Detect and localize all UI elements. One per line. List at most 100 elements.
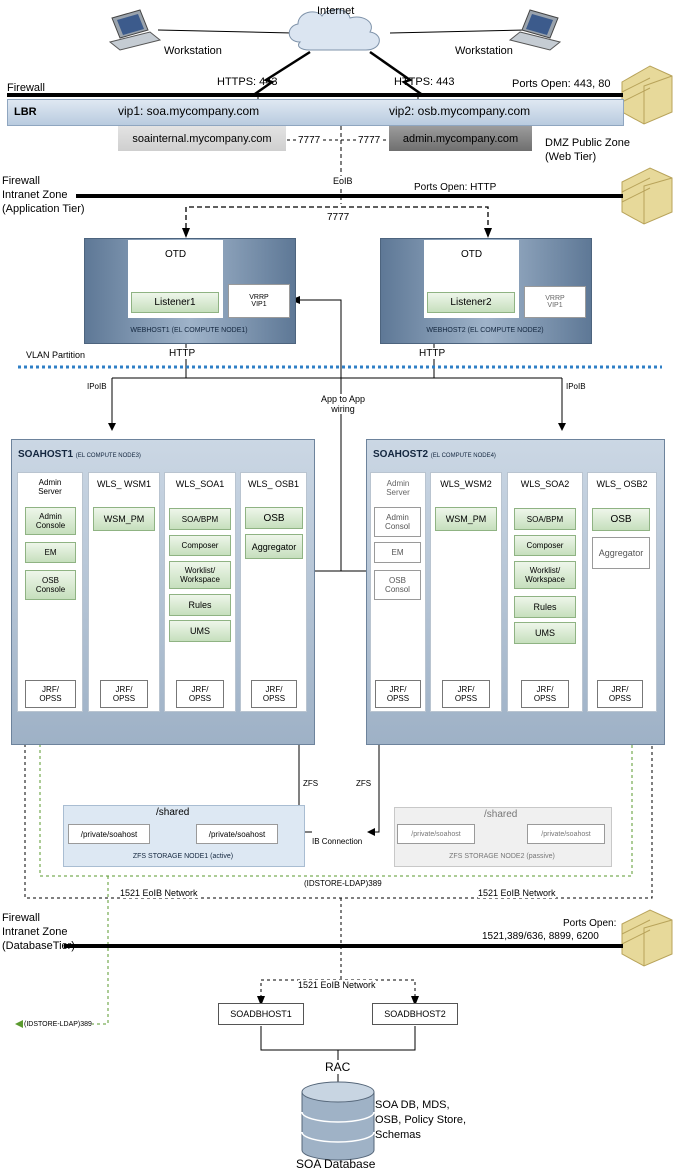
firewall-top-ports: Ports Open: 443, 80 xyxy=(512,78,611,90)
webhost1-vrrp-line2: VIP1 xyxy=(251,301,267,308)
soahost1-wsm-pm: WSM_PM xyxy=(93,507,155,531)
soahost2-soa-jrf: JRF/ OPSS xyxy=(521,680,569,708)
soahost1-admin-title: Admin Server xyxy=(17,478,83,496)
jrf-line1: JRF/ xyxy=(457,685,475,694)
soahost1-wsm-title: WLS_ WSM1 xyxy=(96,479,151,489)
webhost2-vrrp-line2: VIP1 xyxy=(547,302,563,309)
vlan-label: VLAN Partition xyxy=(26,350,86,360)
eoib-net-left: 1521 EoIB Network xyxy=(120,888,198,898)
soahost2-ums: UMS xyxy=(514,622,576,644)
soahost2-aggregator: Aggregator xyxy=(592,537,650,569)
storage2-private1: /private/soahost xyxy=(397,824,475,844)
app-wiring-line1: App to App xyxy=(320,394,366,404)
webhost2-http: HTTP xyxy=(419,348,446,359)
zfs-right-label: ZFS xyxy=(356,779,372,788)
soahost2-composer: Composer xyxy=(514,535,576,556)
workstation-right-label: Workstation xyxy=(455,45,513,57)
firewall-db-line3: (DatabaseTier) xyxy=(2,940,75,952)
jrf-line2: OPSS xyxy=(188,694,212,703)
webhost1-listener: Listener1 xyxy=(131,292,219,313)
firewall-top-label: Firewall xyxy=(7,82,45,94)
ipoib-right: IPoIB xyxy=(566,382,586,391)
soahost1-rules: Rules xyxy=(169,594,231,616)
jrf-line2: OPSS xyxy=(262,694,286,703)
jrf-line2: OPSS xyxy=(608,694,632,703)
soahost1-ums: UMS xyxy=(169,620,231,642)
soahost1-soa-bpm: SOA/BPM xyxy=(169,508,231,530)
storage2-caption: ZFS STORAGE NODE2 (passive) xyxy=(449,853,555,860)
storage1-private1: /private/soahost xyxy=(68,824,150,844)
storage2-shared: /shared xyxy=(484,809,518,820)
soahost1-worklist-l1: Worklist/ xyxy=(184,566,216,575)
brick-wall-icon-top xyxy=(621,65,673,125)
soahost2-title: SOAHOST2 (EL COMPUTE NODE4) xyxy=(373,449,496,460)
ipoib-left: IPoIB xyxy=(87,382,107,391)
soahost2-wsm-jrf: JRF/ OPSS xyxy=(442,680,490,708)
soahost1-title: SOAHOST1 (EL COMPUTE NODE3) xyxy=(18,449,141,460)
brick-wall-icon-app xyxy=(621,167,673,225)
soahost2-osb-title: WLS_ OSB2 xyxy=(596,479,648,489)
workstation-icon-left xyxy=(108,9,162,51)
soahost2-admin-title: Admin Server xyxy=(370,479,426,497)
db-contents-line2: OSB, Policy Store, xyxy=(375,1114,467,1126)
https-left-label: HTTPS: 443 xyxy=(217,76,278,88)
eoib-network-loop xyxy=(24,744,653,899)
jrf-line1: JRF/ xyxy=(265,685,283,694)
soahost1-soa-title: WLS_SOA1 xyxy=(175,479,225,489)
port-left: 7777 xyxy=(297,135,322,146)
port-7777-label: 7777 xyxy=(327,212,350,223)
db-contents: SOA DB, MDS, OSB, Policy Store, Schemas xyxy=(375,1098,466,1143)
jrf-line1: JRF/ xyxy=(42,685,59,694)
workstation-left-label: Workstation xyxy=(164,45,222,57)
https-right-label: HTTPS: 443 xyxy=(394,76,455,88)
soahost2-admin-console-l2: Consol xyxy=(385,522,410,531)
soahost2-em: EM xyxy=(374,542,421,563)
webhost2-caption: WEBHOST2 (EL COMPUTE NODE2) xyxy=(426,327,544,334)
soahost2-soa-title: WLS_SOA2 xyxy=(520,479,570,489)
soahost1-osb-title: WLS_ OSB1 xyxy=(247,479,300,489)
firewall-app-line xyxy=(76,194,623,198)
workstation-icon-right xyxy=(508,9,562,51)
soahost2-admin-title2: Server xyxy=(386,488,410,497)
webhost1-otd: OTD xyxy=(164,249,187,260)
jrf-line1: JRF/ xyxy=(191,685,209,694)
webhost1-caption: WEBHOST1 (EL COMPUTE NODE1) xyxy=(130,327,248,334)
ws-right-link xyxy=(389,29,527,34)
firewall-app-line2: Intranet Zone xyxy=(2,189,68,201)
soahost1-osb-console: OSB Console xyxy=(25,570,76,600)
soadbhost1: SOADBHOST1 xyxy=(218,1003,304,1025)
firewall-db-ports1: Ports Open: xyxy=(563,918,617,929)
db-contents-line3: Schemas xyxy=(375,1129,421,1141)
firewall-app-line1: Firewall xyxy=(2,175,40,187)
webhost2-otd: OTD xyxy=(460,249,483,260)
admin-host: admin.mycompany.com xyxy=(389,126,532,151)
soahost1-subtitle: (EL COMPUTE NODE3) xyxy=(75,453,141,459)
soahost1-admin-console-l2: Console xyxy=(35,521,66,530)
soahost1-admin-jrf: JRF/ OPSS xyxy=(25,680,76,708)
storage1-shared: /shared xyxy=(156,807,190,818)
jrf-line1: JRF/ xyxy=(389,685,407,694)
soadbhost2: SOADBHOST2 xyxy=(372,1003,458,1025)
brick-wall-icon-db xyxy=(621,909,673,967)
webhost1-vrrp-line1: VRRP xyxy=(249,294,269,301)
ws-left-link xyxy=(157,29,293,34)
jrf-line2: OPSS xyxy=(386,694,410,703)
ldap-loop xyxy=(39,744,633,877)
soahost2-admin-jrf: JRF/ OPSS xyxy=(375,680,421,708)
firewall-db-ports2: 1521,389/636, 8899, 6200 xyxy=(482,931,599,942)
soahost2-wsm-pm: WSM_PM xyxy=(435,507,497,531)
eoib-split xyxy=(185,206,489,236)
soahost1-osb: OSB xyxy=(245,507,303,529)
lbr-bar xyxy=(7,99,624,126)
eoib-net-db: 1521 EoIB Network xyxy=(298,980,376,990)
soahost1-soa-jrf: JRF/ OPSS xyxy=(176,680,224,708)
eoib-label: EoIB xyxy=(333,176,353,186)
zfs-left-label: ZFS xyxy=(303,779,319,788)
jrf-line2: OPSS xyxy=(454,694,478,703)
soahost2-osb-console-l2: Consol xyxy=(385,585,410,594)
storage1-private2: /private/soahost xyxy=(196,824,278,844)
soahost2-admin-title1: Admin xyxy=(386,479,410,488)
soahost1-osb-console-l1: OSB xyxy=(42,576,59,585)
storage2-private2: /private/soahost xyxy=(527,824,605,844)
